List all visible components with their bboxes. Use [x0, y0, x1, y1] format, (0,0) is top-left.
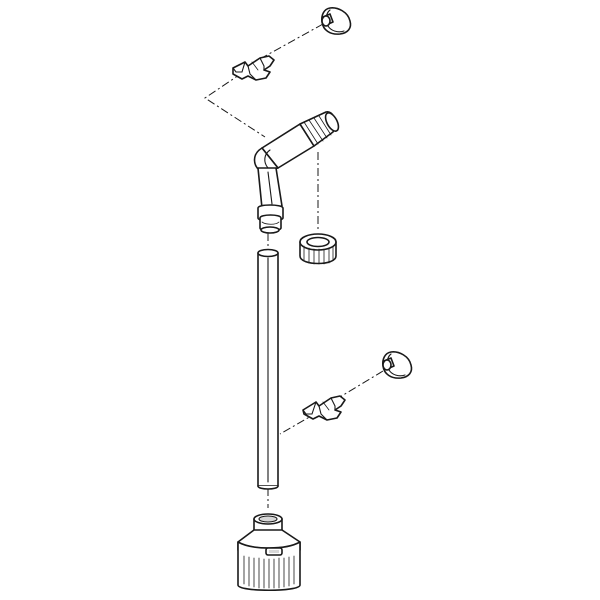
clip-top-icon: [232, 55, 275, 81]
clip-bottom-icon: [302, 395, 346, 421]
hose-nut-icon: [299, 233, 337, 265]
straight-tube-icon: [257, 248, 279, 490]
suction-cup-top-icon: [321, 7, 352, 35]
assembly-line-clip-top-to-elbow: [204, 72, 266, 138]
assembly-line-suction-cup-top-to-clip-top: [257, 23, 324, 61]
elbow-connector-icon: [253, 111, 340, 234]
assembly-lines: [204, 23, 384, 508]
suction-cup-bottom-icon: [382, 351, 413, 379]
intake-strainer-icon: [237, 513, 301, 591]
assembly-line-suction-cup-bottom-to-clip-bottom: [334, 370, 384, 401]
